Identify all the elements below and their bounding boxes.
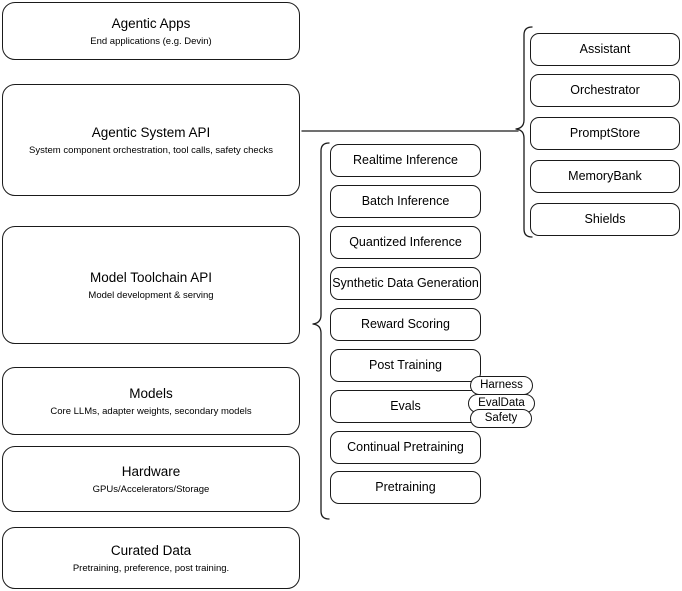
component-chip-reward-scoring[interactable]: Reward Scoring — [330, 308, 481, 341]
chip-label: Synthetic Data Generation — [332, 276, 479, 290]
chip-label: Orchestrator — [570, 83, 640, 97]
layer-title: Curated Data — [110, 542, 192, 558]
layer-box-agentic-system-api[interactable]: Agentic System API System component orch… — [2, 84, 300, 196]
layer-subtitle: Core LLMs, adapter weights, secondary mo… — [50, 405, 252, 417]
component-chip-batch-inference[interactable]: Batch Inference — [330, 185, 481, 218]
evals-pill-safety[interactable]: Safety — [470, 409, 532, 428]
layer-subtitle: End applications (e.g. Devin) — [90, 35, 212, 47]
layer-title: Agentic Apps — [111, 15, 191, 31]
system-chip-memorybank[interactable]: MemoryBank — [530, 160, 680, 193]
layer-box-agentic-apps[interactable]: Agentic Apps End applications (e.g. Devi… — [2, 2, 300, 60]
chip-label: Post Training — [369, 358, 442, 372]
layer-box-curated-data[interactable]: Curated Data Pretraining, preference, po… — [2, 527, 300, 589]
pill-label: Harness — [480, 379, 523, 391]
evals-pill-harness[interactable]: Harness — [470, 376, 533, 395]
layer-title: Model Toolchain API — [89, 269, 213, 285]
chip-label: Assistant — [579, 42, 631, 56]
layer-box-models[interactable]: Models Core LLMs, adapter weights, secon… — [2, 367, 300, 435]
system-chip-assistant[interactable]: Assistant — [530, 33, 680, 66]
component-chip-post-training[interactable]: Post Training — [330, 349, 481, 382]
layer-subtitle: GPUs/Accelerators/Storage — [92, 483, 210, 495]
chip-label: PromptStore — [569, 126, 641, 140]
layer-subtitle: System component orchestration, tool cal… — [29, 144, 273, 156]
layer-title: Hardware — [121, 463, 181, 479]
chip-label: Continual Pretraining — [347, 440, 464, 454]
component-chip-pretraining[interactable]: Pretraining — [330, 471, 481, 504]
chip-label: Batch Inference — [361, 194, 450, 208]
component-chip-realtime-inference[interactable]: Realtime Inference — [330, 144, 481, 177]
chip-label: Shields — [584, 212, 626, 226]
chip-label: Reward Scoring — [361, 317, 450, 331]
chip-label: Quantized Inference — [349, 235, 462, 249]
connector-system-api-to-components — [301, 130, 519, 132]
layer-box-model-toolchain-api[interactable]: Model Toolchain API Model development & … — [2, 226, 300, 344]
component-chip-quantized-inference[interactable]: Quantized Inference — [330, 226, 481, 259]
chip-label: Evals — [390, 399, 421, 413]
pill-label: EvalData — [478, 397, 525, 409]
chip-label: Realtime Inference — [353, 153, 458, 167]
layer-subtitle: Model development & serving — [88, 289, 214, 301]
system-chip-shields[interactable]: Shields — [530, 203, 680, 236]
layer-box-hardware[interactable]: Hardware GPUs/Accelerators/Storage — [2, 446, 300, 512]
component-chip-continual-pretraining[interactable]: Continual Pretraining — [330, 431, 481, 464]
component-chip-evals[interactable]: Evals — [330, 390, 481, 423]
layer-title: Models — [129, 385, 173, 401]
system-chip-orchestrator[interactable]: Orchestrator — [530, 74, 680, 107]
system-chip-promptstore[interactable]: PromptStore — [530, 117, 680, 150]
brace-system-components — [515, 26, 533, 238]
chip-label: MemoryBank — [568, 169, 642, 183]
pill-label: Safety — [484, 412, 518, 424]
layer-subtitle: Pretraining, preference, post training. — [72, 562, 230, 574]
layer-title: Agentic System API — [91, 124, 211, 140]
brace-toolchain-components — [312, 142, 330, 520]
component-chip-synthetic-data-generation[interactable]: Synthetic Data Generation — [330, 267, 481, 300]
chip-label: Pretraining — [375, 480, 436, 494]
